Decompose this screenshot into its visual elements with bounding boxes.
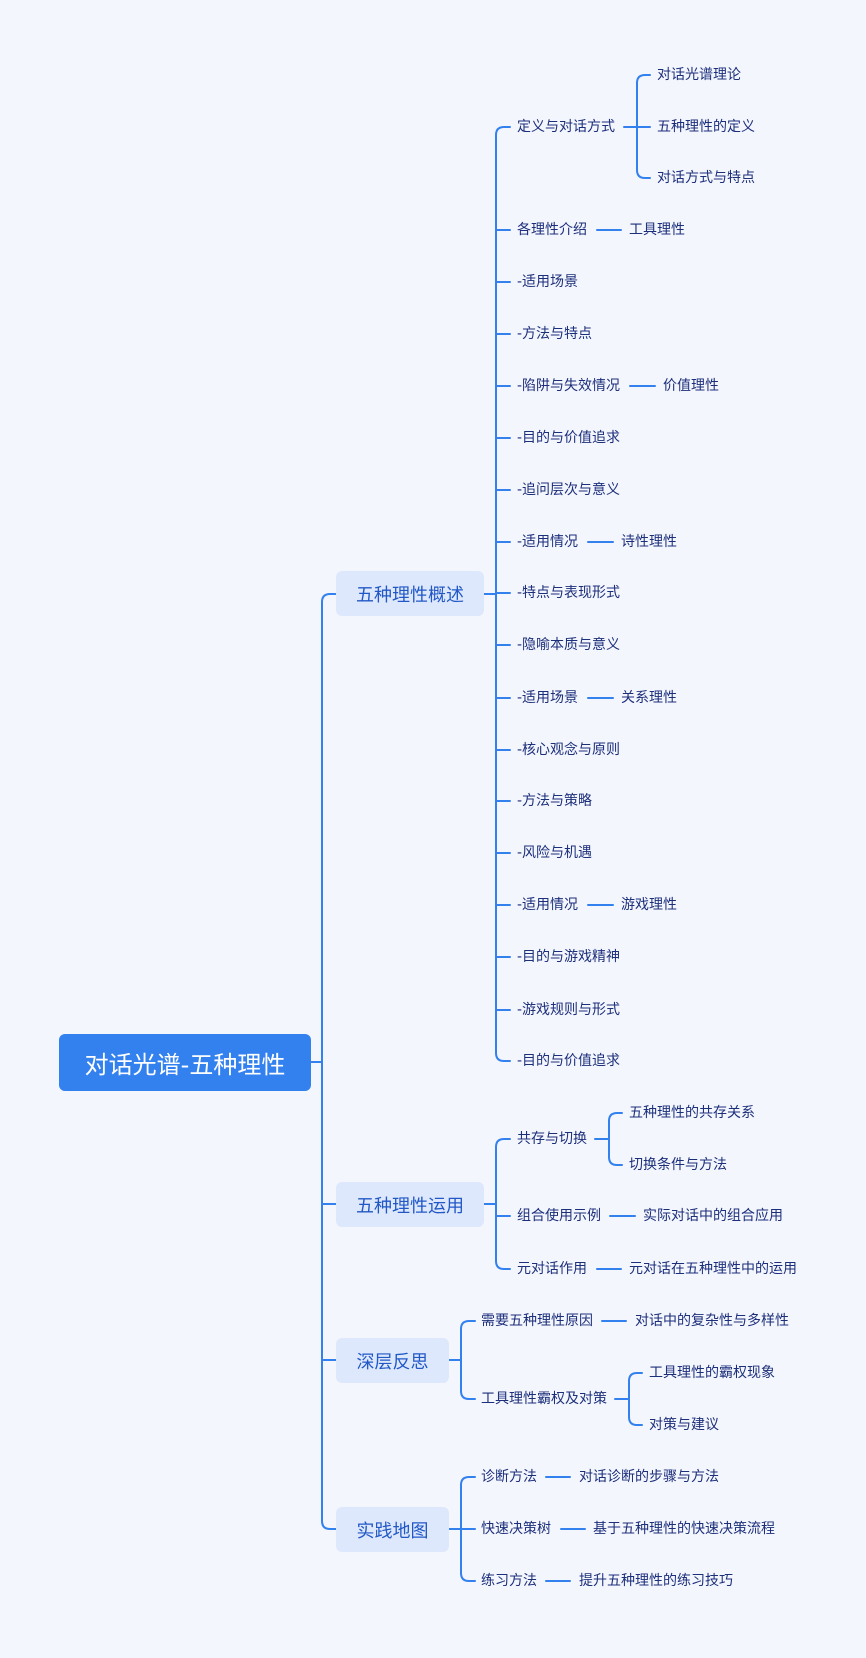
leaf-node[interactable]: 五种理性的定义 xyxy=(657,119,755,135)
branch-application[interactable]: 五种理性运用 xyxy=(336,1182,484,1227)
topic-node[interactable]: -陷阱与失效情况 xyxy=(517,378,621,394)
branch-label: 深层反思 xyxy=(356,1351,429,1373)
topic-node[interactable]: -游戏规则与形式 xyxy=(517,1002,621,1018)
topic-node[interactable]: -方法与策略 xyxy=(517,793,593,809)
branch-label: 五种理性运用 xyxy=(356,1195,464,1217)
leaf-node[interactable]: 工具理性 xyxy=(629,222,685,238)
topic-node[interactable]: 诊断方法 xyxy=(481,1469,537,1485)
leaf-node[interactable]: 工具理性的霸权现象 xyxy=(649,1365,775,1381)
topic-node[interactable]: 快速决策树 xyxy=(481,1521,551,1537)
leaf-node[interactable]: 实际对话中的组合应用 xyxy=(643,1208,783,1224)
topic-node[interactable]: 元对话作用 xyxy=(517,1261,587,1277)
leaf-node[interactable]: 元对话在五种理性中的运用 xyxy=(629,1261,797,1277)
leaf-node[interactable]: 对话诊断的步骤与方法 xyxy=(579,1469,719,1485)
branch-label: 五种理性概述 xyxy=(356,584,464,606)
topic-node[interactable]: -目的与价值追求 xyxy=(517,430,621,446)
topic-node[interactable]: 各理性介绍 xyxy=(517,222,587,238)
leaf-node[interactable]: 五种理性的共存关系 xyxy=(629,1105,755,1121)
topic-node[interactable]: -隐喻本质与意义 xyxy=(517,637,621,653)
topic-node[interactable]: -方法与特点 xyxy=(517,326,593,342)
leaf-node[interactable]: 对话方式与特点 xyxy=(657,170,755,186)
leaf-node[interactable]: 游戏理性 xyxy=(621,897,677,913)
topic-node[interactable]: -特点与表现形式 xyxy=(517,585,621,601)
topic-node[interactable]: 共存与切换 xyxy=(517,1131,587,1147)
topic-node[interactable]: -适用场景 xyxy=(517,274,579,290)
topic-node[interactable]: -目的与价值追求 xyxy=(517,1053,621,1069)
leaf-node[interactable]: 关系理性 xyxy=(621,690,677,706)
topic-node[interactable]: -追问层次与意义 xyxy=(517,482,621,498)
leaf-node[interactable]: 对话光谱理论 xyxy=(657,67,741,83)
topic-node[interactable]: -核心观念与原则 xyxy=(517,742,621,758)
topic-node[interactable]: -目的与游戏精神 xyxy=(517,949,621,965)
leaf-node[interactable]: 对话中的复杂性与多样性 xyxy=(635,1313,789,1329)
topic-node[interactable]: 练习方法 xyxy=(481,1573,537,1589)
topic-node[interactable]: 组合使用示例 xyxy=(517,1208,601,1224)
topic-node[interactable]: 定义与对话方式 xyxy=(517,119,615,135)
leaf-node[interactable]: 对策与建议 xyxy=(649,1417,719,1433)
branch-reflection[interactable]: 深层反思 xyxy=(336,1338,449,1383)
topic-node[interactable]: 需要五种理性原因 xyxy=(481,1313,593,1329)
branch-practice[interactable]: 实践地图 xyxy=(336,1507,449,1552)
branch-label: 实践地图 xyxy=(356,1520,429,1542)
topic-node[interactable]: -适用情况 xyxy=(517,534,579,550)
topic-node[interactable]: -风险与机遇 xyxy=(517,845,593,861)
leaf-node[interactable]: 切换条件与方法 xyxy=(629,1157,727,1173)
leaf-node[interactable]: 价值理性 xyxy=(663,378,719,394)
topic-node[interactable]: -适用情况 xyxy=(517,897,579,913)
root-label: 对话光谱-五种理性 xyxy=(84,1051,286,1079)
leaf-node[interactable]: 诗性理性 xyxy=(621,534,677,550)
leaf-node[interactable]: 基于五种理性的快速决策流程 xyxy=(593,1521,775,1537)
leaf-node[interactable]: 提升五种理性的练习技巧 xyxy=(579,1573,733,1589)
topic-node[interactable]: 工具理性霸权及对策 xyxy=(481,1391,607,1407)
topic-node[interactable]: -适用场景 xyxy=(517,690,579,706)
root-node[interactable]: 对话光谱-五种理性 xyxy=(59,1034,311,1091)
branch-overview[interactable]: 五种理性概述 xyxy=(336,571,484,616)
